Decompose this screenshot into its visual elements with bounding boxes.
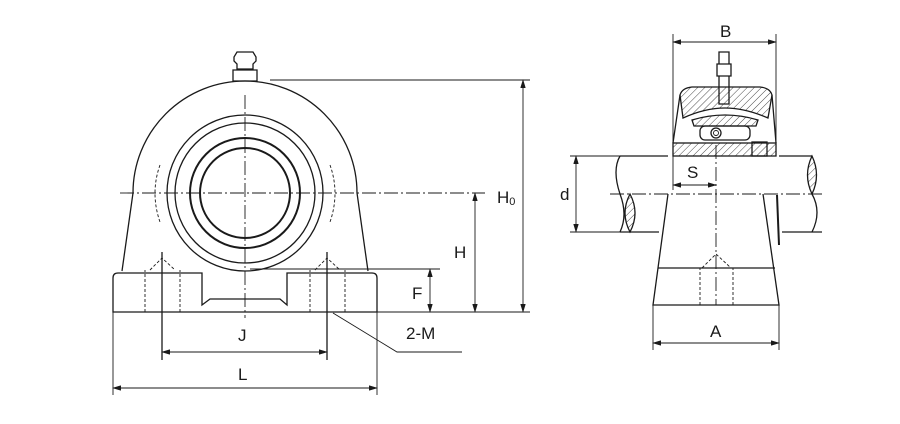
h0-label: H0	[497, 188, 515, 208]
housing-outline	[121, 80, 369, 272]
base-outline	[112, 272, 378, 313]
m-label: 2-M	[406, 324, 435, 343]
j-label: J	[238, 326, 247, 345]
shaft	[620, 155, 822, 233]
s-label: S	[687, 163, 698, 182]
set-screw-icon	[751, 141, 768, 157]
l-label: L	[238, 365, 247, 384]
m-leader	[332, 312, 462, 353]
bolt-hole-left	[144, 252, 181, 360]
bolt-hole-right	[309, 252, 346, 360]
b-label: B	[720, 22, 731, 41]
f-label: F	[412, 284, 422, 303]
front-view: H0 H F J L 2-M	[112, 51, 530, 395]
side-view: B S d A	[560, 22, 825, 350]
locking-collar	[672, 142, 777, 157]
h-label: H	[454, 243, 466, 262]
d-label: d	[560, 185, 569, 204]
side-grease-nipple-icon	[716, 51, 732, 105]
grease-nipple-icon	[232, 51, 258, 82]
a-label: A	[710, 322, 722, 341]
